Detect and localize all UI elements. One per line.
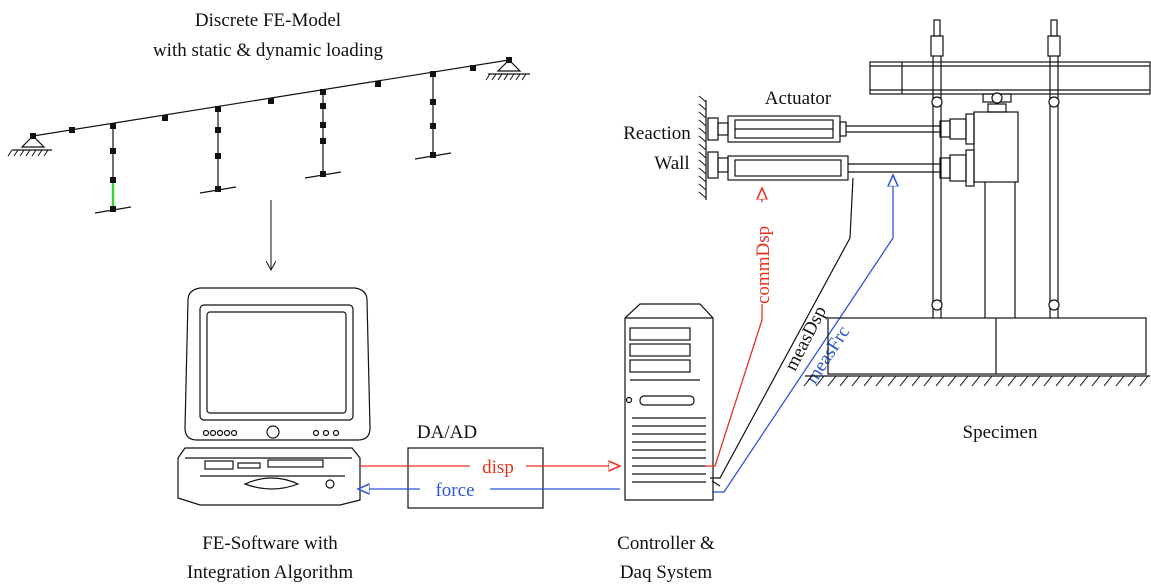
actuator-label: Actuator: [765, 88, 832, 109]
computer: [177, 287, 371, 506]
specimen-footing: [827, 317, 1147, 375]
disp-label: disp: [482, 457, 514, 478]
fe-model-title-line1: Discrete FE-Model: [195, 10, 341, 31]
monitor-screen: [206, 311, 347, 414]
fe-software-label-line2: Integration Algorithm: [187, 562, 353, 583]
actuator-lower: [707, 149, 975, 187]
commdsp-label: commDsp: [753, 226, 774, 304]
test-frame: [803, 19, 1151, 387]
monitor-buttons: [202, 425, 340, 439]
force-label: force: [435, 480, 474, 501]
reaction-wall-label-line2: Wall: [654, 153, 689, 174]
measdsp-signal-line: [710, 177, 854, 479]
computer-base: [177, 447, 361, 506]
controller-label-line2: Daq System: [620, 562, 713, 583]
fe-software-label-line1: FE-Software with: [202, 533, 338, 554]
measfrc-signal-line: [712, 175, 893, 493]
monitor-housing: [184, 287, 371, 441]
right-support: [485, 59, 530, 81]
fe-model: Discrete FE-Model with static & dynamic …: [7, 10, 530, 214]
reaction-wall-label-line1: Reaction: [623, 123, 691, 144]
left-support: [7, 135, 52, 157]
specimen-label: Specimen: [963, 422, 1038, 443]
actuator-upper: [707, 113, 975, 145]
fe-model-title-line2: with static & dynamic loading: [153, 40, 384, 61]
fe-nodes: [30, 57, 512, 212]
daad-box: DA/AD: [407, 422, 544, 509]
daad-label: DA/AD: [417, 422, 477, 443]
controller-tower: [624, 303, 714, 501]
reaction-wall: Reaction Wall: [623, 95, 707, 200]
controller-label-line1: Controller &: [617, 533, 715, 554]
